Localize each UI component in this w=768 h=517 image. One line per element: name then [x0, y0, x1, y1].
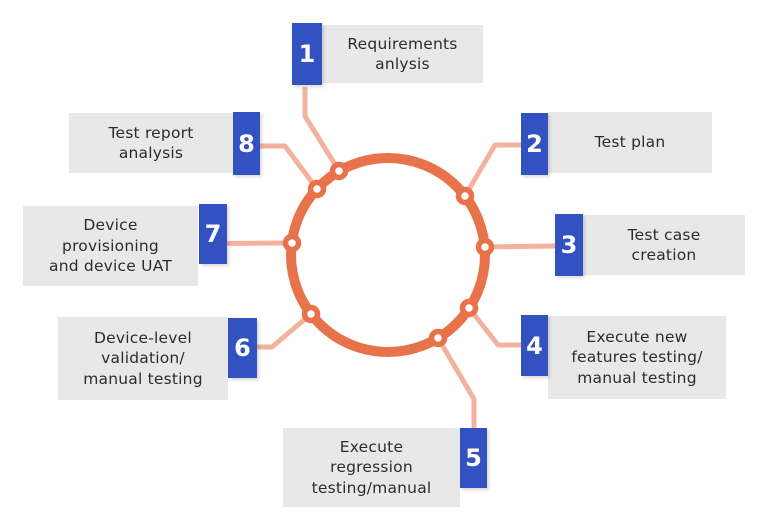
- step-label-3: Test case creation: [583, 215, 745, 275]
- ring-node-2: [455, 186, 475, 206]
- step-number-badge-5: 5: [460, 428, 487, 488]
- step-number-badge-3: 3: [555, 214, 583, 276]
- step-number-badge-4: 4: [521, 315, 548, 376]
- step-label-4: Execute new features testing/ manual tes…: [548, 316, 726, 399]
- connector-step-3: [484, 243, 556, 250]
- step-label-2: Test plan: [548, 112, 712, 173]
- ring-node-6: [301, 304, 321, 324]
- connector-step-4: [467, 306, 521, 348]
- connector-step-5: [435, 336, 477, 428]
- connector-step-7: [226, 240, 293, 246]
- ring-node-1: [329, 161, 349, 181]
- connector-step-6: [257, 312, 313, 350]
- step-number-badge-8: 8: [233, 112, 260, 175]
- ring-node-8: [307, 179, 327, 199]
- ring-node-3: [475, 237, 495, 257]
- ring-node-4: [459, 298, 479, 318]
- connector-step-2: [462, 142, 522, 198]
- step-label-5: Execute regression testing/manual: [283, 428, 460, 507]
- step-label-6: Device-level validation/ manual testing: [58, 317, 228, 400]
- step-number-badge-2: 2: [521, 113, 548, 175]
- step-label-7: Device provisioning and device UAT: [23, 206, 198, 286]
- ring-node-7: [282, 233, 302, 253]
- connector-step-1: [302, 87, 342, 173]
- step-number-badge-7: 7: [199, 204, 227, 264]
- step-number-badge-1: 1: [292, 23, 322, 85]
- step-label-1: Requirements anlysis: [322, 25, 483, 83]
- step-label-8: Test report analysis: [69, 113, 233, 173]
- step-number-badge-6: 6: [228, 318, 257, 378]
- ring-node-5: [428, 328, 448, 348]
- ring-nodes: [282, 161, 495, 348]
- connector-lines: [226, 87, 556, 428]
- connector-step-8: [260, 143, 320, 191]
